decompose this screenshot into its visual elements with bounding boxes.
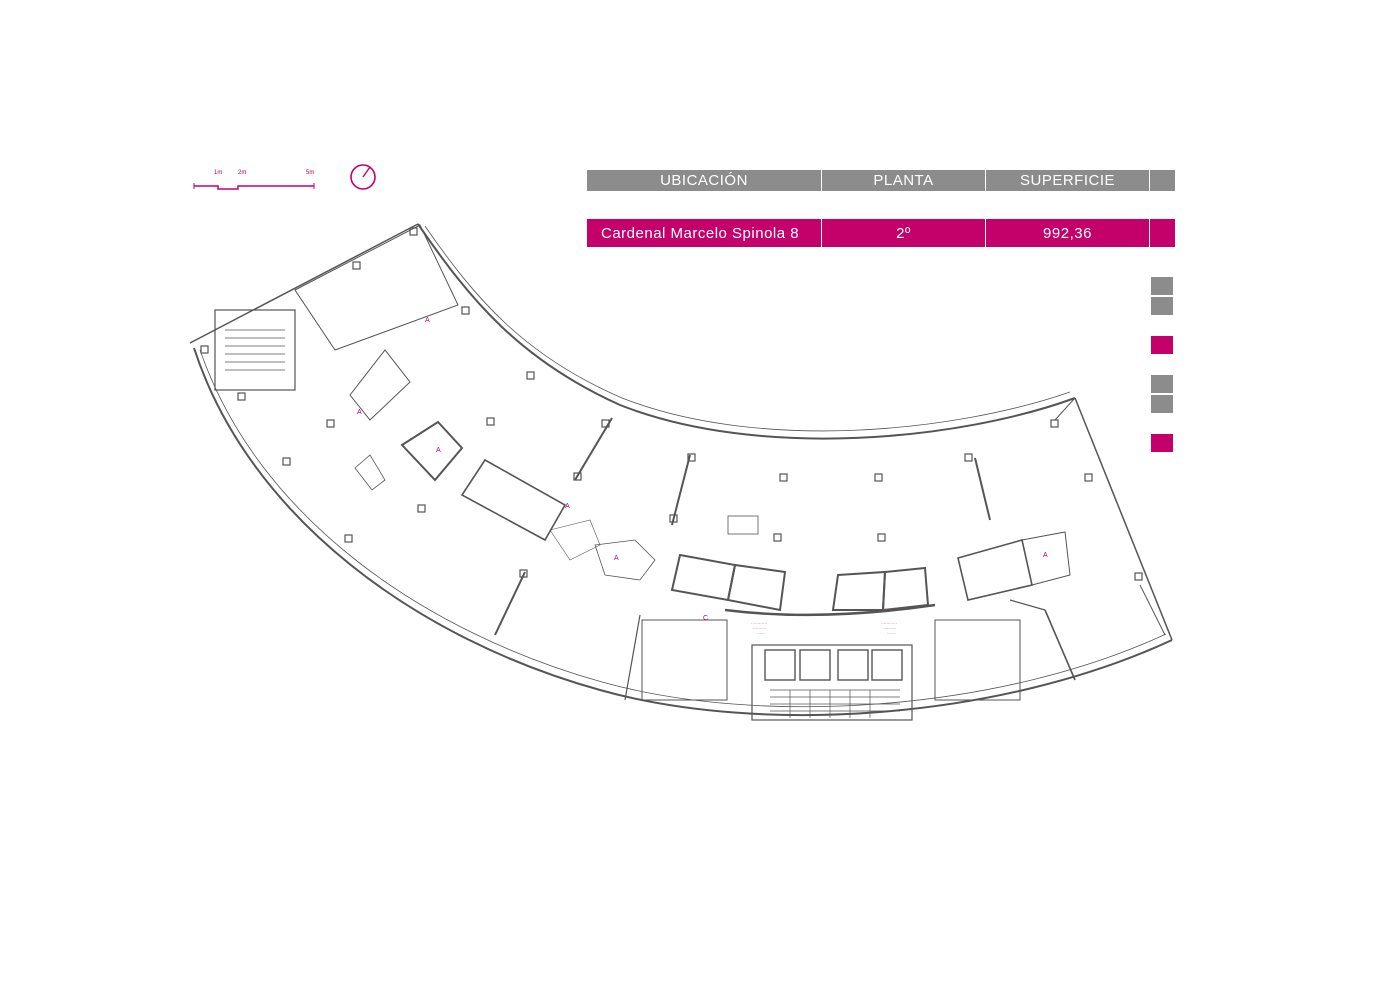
plan-notes: ············ ·········· ······ ·········…	[751, 621, 897, 636]
outer-wall-inner	[424, 225, 1071, 432]
value-area: 992,36	[986, 219, 1150, 247]
inner-curve-line	[199, 349, 1167, 708]
scale-mark-5m: 5m	[306, 170, 315, 176]
header-extra	[1150, 170, 1175, 191]
legend-swatch	[1151, 297, 1173, 315]
right-end-wall	[1074, 397, 1173, 641]
north-compass-icon	[348, 162, 378, 192]
left-end-wall	[189, 223, 419, 344]
table-value-row: Cardenal Marcelo Spinola 8 2º 992,36	[587, 219, 1175, 247]
legend-swatch	[1151, 277, 1173, 295]
value-location: Cardenal Marcelo Spinola 8	[587, 219, 822, 247]
wc-left	[641, 619, 728, 701]
svg-text:············: ············	[751, 621, 767, 626]
svg-text:C: C	[703, 615, 708, 622]
svg-text:············: ············	[881, 621, 897, 626]
svg-text:······: ······	[887, 631, 895, 636]
room	[1021, 531, 1071, 586]
left-stair-core	[214, 309, 296, 391]
room	[294, 224, 459, 351]
legend-swatch	[1151, 395, 1173, 413]
inner-curve-wall	[193, 347, 1173, 717]
floor-plan: A A A A A A C ············ ·········· ··…	[189, 222, 1173, 721]
room	[726, 563, 787, 612]
room	[881, 566, 930, 612]
wc-right	[934, 619, 1021, 701]
central-core	[751, 644, 913, 721]
header-floor: PLANTA	[822, 170, 986, 191]
header-location: UBICACIÓN	[587, 170, 822, 191]
svg-text:A: A	[565, 503, 570, 510]
room	[670, 553, 737, 602]
room	[400, 420, 464, 482]
outer-wall	[417, 223, 1076, 440]
scale-mark-1m: 1m	[214, 170, 223, 176]
value-floor: 2º	[822, 219, 986, 247]
room	[349, 349, 411, 421]
info-table: UBICACIÓN PLANTA SUPERFICIE Cardenal Mar…	[587, 170, 1175, 247]
table-header-row: UBICACIÓN PLANTA SUPERFICIE	[587, 170, 1175, 191]
room	[460, 458, 567, 542]
svg-text:A: A	[357, 409, 362, 416]
room	[831, 570, 887, 611]
plan-annotations: A A A A A A C	[357, 317, 1048, 622]
scale-mark-2m: 2m	[238, 170, 247, 176]
svg-text:A: A	[1043, 552, 1048, 559]
header-area: SUPERFICIE	[986, 170, 1150, 191]
svg-text:A: A	[425, 317, 430, 324]
outer-facade	[192, 222, 650, 343]
svg-text:A: A	[614, 555, 619, 562]
svg-text:······: ······	[757, 631, 765, 636]
scale-bar: 1m 2m 5m	[190, 170, 320, 194]
legend-swatch	[1151, 375, 1173, 393]
legend-swatch	[1151, 434, 1173, 452]
legend-swatch	[1151, 336, 1173, 354]
svg-text:··········: ··········	[883, 626, 896, 631]
svg-text:··········: ··········	[753, 626, 766, 631]
svg-text:A: A	[436, 447, 441, 454]
room	[957, 539, 1033, 601]
